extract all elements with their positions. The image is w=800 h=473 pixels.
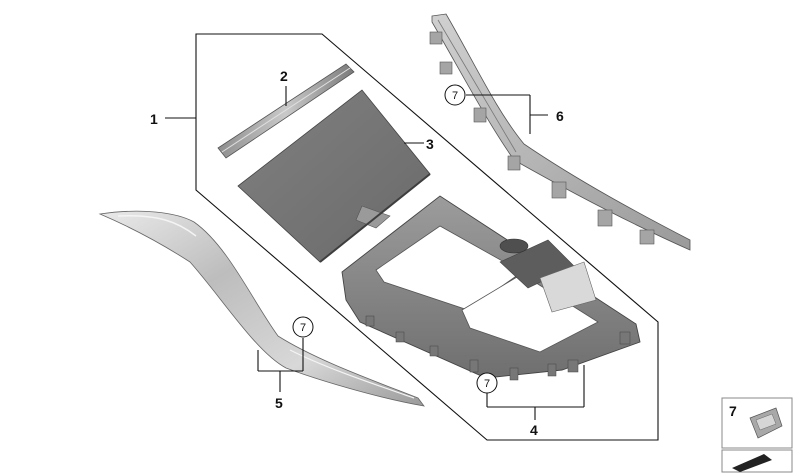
marker-7-part5-label: 7: [300, 322, 306, 334]
marker-7-part6-label: 7: [452, 90, 458, 102]
callout-3: 3: [426, 136, 434, 152]
marker-7-part6: 7: [444, 84, 466, 106]
arrow-icon: [732, 454, 772, 472]
marker-7-part4: 7: [476, 372, 498, 394]
part-3-panel: [237, 89, 431, 263]
callout-6: 6: [556, 108, 564, 124]
callout-1: 1: [150, 111, 158, 127]
clip-icon: [749, 407, 783, 439]
marker-7-part4-label: 7: [484, 378, 490, 390]
callout-5: 5: [275, 395, 283, 411]
part-2-trim-strip: [217, 63, 355, 159]
part-4-console-frame: [341, 195, 641, 381]
legend-item-7: 7: [721, 397, 793, 449]
legend-nav-box[interactable]: [721, 449, 793, 473]
part-5-curved-trim: [98, 210, 425, 407]
leader-lines: [165, 86, 585, 420]
assembly-outline: [195, 33, 659, 441]
callout-2: 2: [280, 68, 288, 84]
legend-item-7-number: 7: [729, 403, 737, 419]
callout-4: 4: [530, 422, 538, 438]
marker-7-part5: 7: [292, 316, 314, 338]
part-6-rail: [429, 13, 691, 251]
